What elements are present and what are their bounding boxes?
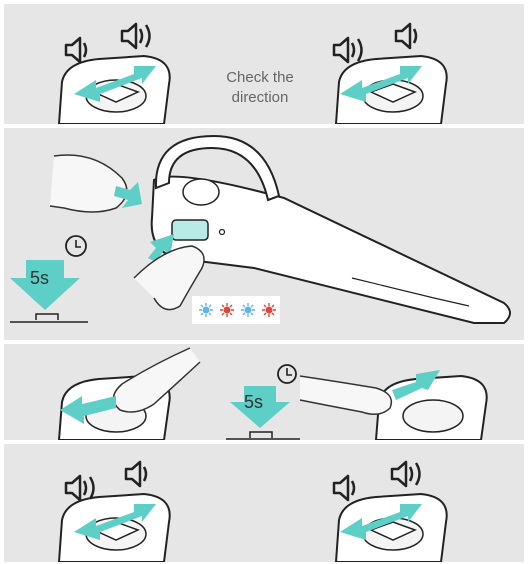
- headset-body: [152, 136, 510, 323]
- led-blue-icon: [241, 303, 255, 317]
- push-button-icon: [226, 432, 300, 439]
- led-red-icon: [220, 303, 234, 317]
- speaker-icon: [334, 38, 362, 62]
- hand-icon: [50, 155, 127, 212]
- panel3-illustration: 5s: [4, 344, 524, 440]
- hold-time-label: 5s: [30, 268, 49, 288]
- speaker-icon: [392, 462, 420, 486]
- check-direction-caption: Check the direction: [210, 68, 310, 108]
- speaker-icon: [396, 24, 416, 48]
- panel-check-direction: Check the direction: [4, 4, 524, 124]
- speaker-icon: [334, 476, 354, 500]
- finger-icon: [300, 376, 391, 414]
- clock-icon: [66, 236, 86, 256]
- speaker-icon: [122, 24, 150, 48]
- panel2-illustration: 5s: [4, 128, 524, 340]
- speaker-icon: [66, 38, 86, 62]
- led-indicator: [192, 296, 280, 324]
- panel-volume-result: [4, 444, 524, 562]
- led-red-icon: [262, 303, 276, 317]
- clock-icon: [278, 365, 296, 383]
- panel-hold-button: 5s: [4, 128, 524, 340]
- panel4-illustration: [4, 444, 524, 562]
- push-button-icon: [10, 314, 88, 322]
- headset-end-right: [376, 376, 487, 440]
- led-blue-icon: [199, 303, 213, 317]
- hold-time-label: 5s: [244, 392, 263, 412]
- panel-swipe-5s: 5s: [4, 344, 524, 440]
- speaker-icon: [66, 476, 94, 500]
- speaker-icon: [126, 462, 146, 486]
